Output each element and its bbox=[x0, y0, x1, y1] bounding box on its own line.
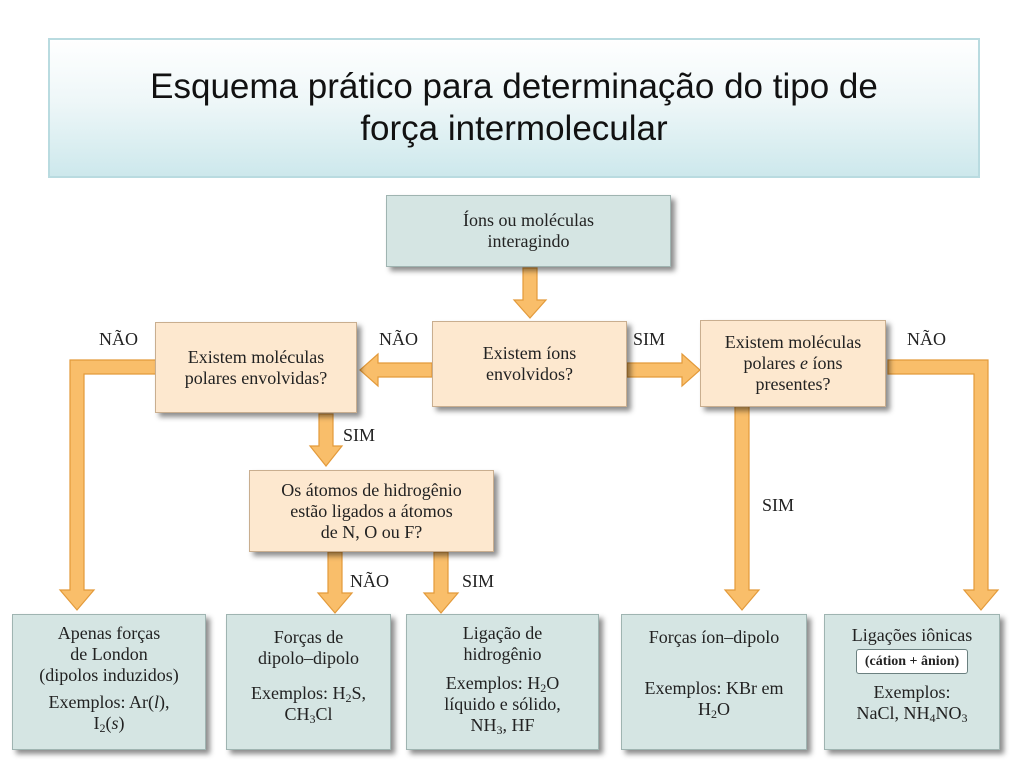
title-line-2: força intermolecular bbox=[360, 109, 668, 148]
dipole-example-2: CH3Cl bbox=[284, 704, 332, 725]
label-sim-polar-ions: SIM bbox=[762, 495, 795, 515]
title-banner: Esquema prático para determinação do tip… bbox=[48, 38, 980, 178]
polar-ions-line-2-e: e bbox=[799, 353, 808, 373]
hbond-example-1: Exemplos: H2O bbox=[446, 673, 560, 694]
label-sim-polar: SIM bbox=[343, 425, 376, 445]
result-hbond: Ligação de hidrogênio Exemplos: H2O líqu… bbox=[406, 614, 599, 750]
iondipole-ex2-sub: 2 bbox=[711, 707, 717, 721]
ions-question-line-2: envolvidos? bbox=[486, 364, 573, 384]
label-sim-ions: SIM bbox=[633, 329, 666, 349]
polar-ions-question-line-3: presentes? bbox=[755, 374, 831, 394]
ionic-example-2: NaCl, NH4NO3 bbox=[857, 703, 968, 724]
london-ex2-b: ( bbox=[105, 713, 112, 733]
london-line-3: (dipolos induzidos) bbox=[39, 665, 179, 685]
arrow-hydrogen-to-hbond bbox=[422, 551, 460, 614]
london-example-1: Exemplos: Ar(l), bbox=[48, 692, 169, 713]
hbond-ex-a: Exemplos: H bbox=[445, 673, 541, 693]
iondipole-ex2-a: H bbox=[698, 699, 711, 719]
dipole-ex2-a: CH bbox=[284, 704, 310, 724]
hbond-ex3-sub: 3 bbox=[496, 723, 503, 737]
polar-question: Existem moléculas polares envolvidas? bbox=[155, 322, 357, 413]
hbond-ex3-a: NH bbox=[470, 715, 497, 735]
label-sim-hydrogen: SIM bbox=[462, 571, 495, 591]
polar-ions-line-2-a: polares bbox=[743, 353, 800, 373]
polar-question-line-1: Existem moléculas bbox=[187, 346, 325, 367]
arrow-ions-to-polar-ions bbox=[626, 352, 701, 388]
hydrogen-question-line-3: de N, O ou F? bbox=[320, 521, 423, 542]
dipole-ex-b: S, bbox=[351, 683, 366, 703]
dipole-line-2: dipolo–dipolo bbox=[257, 648, 359, 668]
ionic-ex2-sub1: 4 bbox=[929, 711, 936, 725]
result-dipole: Forças de dipolo–dipolo Exemplos: H2S, C… bbox=[226, 614, 391, 750]
london-ex2-sub: 2 bbox=[99, 721, 106, 735]
ions-question: Existem íons envolvidos? bbox=[432, 321, 627, 407]
london-example-2: I2(s) bbox=[93, 713, 124, 734]
london-ex-prefix: Exemplos: Ar( bbox=[48, 692, 154, 712]
hbond-example-3: NH3, HF bbox=[470, 715, 534, 736]
london-line-2: de London bbox=[70, 644, 148, 664]
london-ex2-c: ) bbox=[118, 713, 125, 733]
iondipole-example-1: Exemplos: KBr em bbox=[644, 678, 784, 698]
ionic-cation-anion-badge: (cátion + ânion) bbox=[855, 649, 969, 674]
london-line-1: Apenas forças bbox=[57, 623, 161, 643]
label-nao-polar: NÃO bbox=[99, 329, 138, 349]
start-node-line-2: interagindo bbox=[487, 231, 570, 251]
arrow-start-to-ions bbox=[512, 267, 548, 319]
iondipole-ex2-b: O bbox=[717, 699, 730, 719]
dipole-ex2-sub: 3 bbox=[309, 712, 316, 726]
dipole-line-1: Forças de bbox=[273, 627, 344, 647]
hbond-line-2: hidrogênio bbox=[463, 644, 542, 664]
arrow-polar-ions-to-ionic bbox=[887, 359, 1000, 611]
polar-ions-line-2-b: íons bbox=[807, 353, 843, 373]
hbond-ex3-b: , HF bbox=[502, 715, 535, 735]
label-nao-ions: NÃO bbox=[379, 329, 418, 349]
hbond-ex-b: O bbox=[546, 673, 560, 693]
iondipole-example-2: H2O bbox=[698, 699, 730, 720]
london-ex-mid: ), bbox=[159, 692, 170, 712]
hydrogen-question: Os átomos de hidrogênio estão ligados a … bbox=[249, 470, 494, 552]
start-node-line-1: Íons ou moléculas bbox=[463, 210, 594, 230]
ions-question-line-1: Existem íons bbox=[482, 343, 577, 363]
polar-ions-question: Existem moléculas polares e íons present… bbox=[700, 320, 886, 407]
london-ex-state-l: l bbox=[153, 692, 159, 712]
london-ex2-a: I bbox=[93, 713, 100, 733]
london-ex2-state-s: s bbox=[111, 713, 119, 733]
iondipole-line-1: Forças íon–dipolo bbox=[648, 627, 780, 647]
ionic-ex2-sub2: 3 bbox=[961, 711, 968, 725]
hbond-example-2: líquido e sólido, bbox=[444, 694, 561, 714]
label-nao-hydrogen: NÃO bbox=[350, 571, 389, 591]
hydrogen-question-line-2: estão ligados a átomos bbox=[290, 500, 453, 521]
hbond-ex-sub: 2 bbox=[540, 681, 547, 695]
result-ion-dipole: Forças íon–dipolo Exemplos: KBr em H2O bbox=[621, 614, 807, 750]
polar-ions-question-line-2: polares e íons bbox=[744, 353, 843, 374]
dipole-ex2-b: Cl bbox=[315, 704, 333, 724]
polar-question-line-2: polares envolvidas? bbox=[184, 367, 328, 388]
arrow-polar-ions-to-iondipole bbox=[723, 404, 761, 611]
polar-ions-question-line-1: Existem moléculas bbox=[724, 332, 862, 352]
dipole-ex-a: Exemplos: H bbox=[250, 683, 346, 703]
result-london: Apenas forças de London (dipolos induzid… bbox=[12, 614, 206, 750]
arrow-polar-to-hydrogen bbox=[308, 413, 344, 467]
ionic-line-1: Ligações iônicas bbox=[851, 625, 973, 645]
page-title: Esquema prático para determinação do tip… bbox=[150, 66, 878, 150]
ionic-ex2-a: NaCl, NH bbox=[856, 703, 930, 723]
result-ionic: Ligações iônicas (cátion + ânion) Exempl… bbox=[824, 614, 1000, 750]
dipole-ex-sub: 2 bbox=[345, 691, 352, 705]
ionic-example-1: Exemplos: bbox=[873, 682, 951, 702]
arrow-hydrogen-to-dipole bbox=[316, 551, 354, 614]
hbond-line-1: Ligação de bbox=[462, 623, 543, 643]
title-line-1: Esquema prático para determinação do tip… bbox=[150, 67, 878, 106]
arrow-polar-to-london bbox=[58, 359, 158, 611]
start-node: Íons ou moléculas interagindo bbox=[386, 195, 671, 267]
dipole-example-1: Exemplos: H2S, bbox=[251, 683, 366, 704]
label-nao-polar-ions: NÃO bbox=[907, 329, 946, 349]
hydrogen-question-line-1: Os átomos de hidrogênio bbox=[281, 479, 462, 500]
arrow-ions-to-polar bbox=[359, 352, 433, 388]
ionic-ex2-b: NO bbox=[935, 703, 962, 723]
